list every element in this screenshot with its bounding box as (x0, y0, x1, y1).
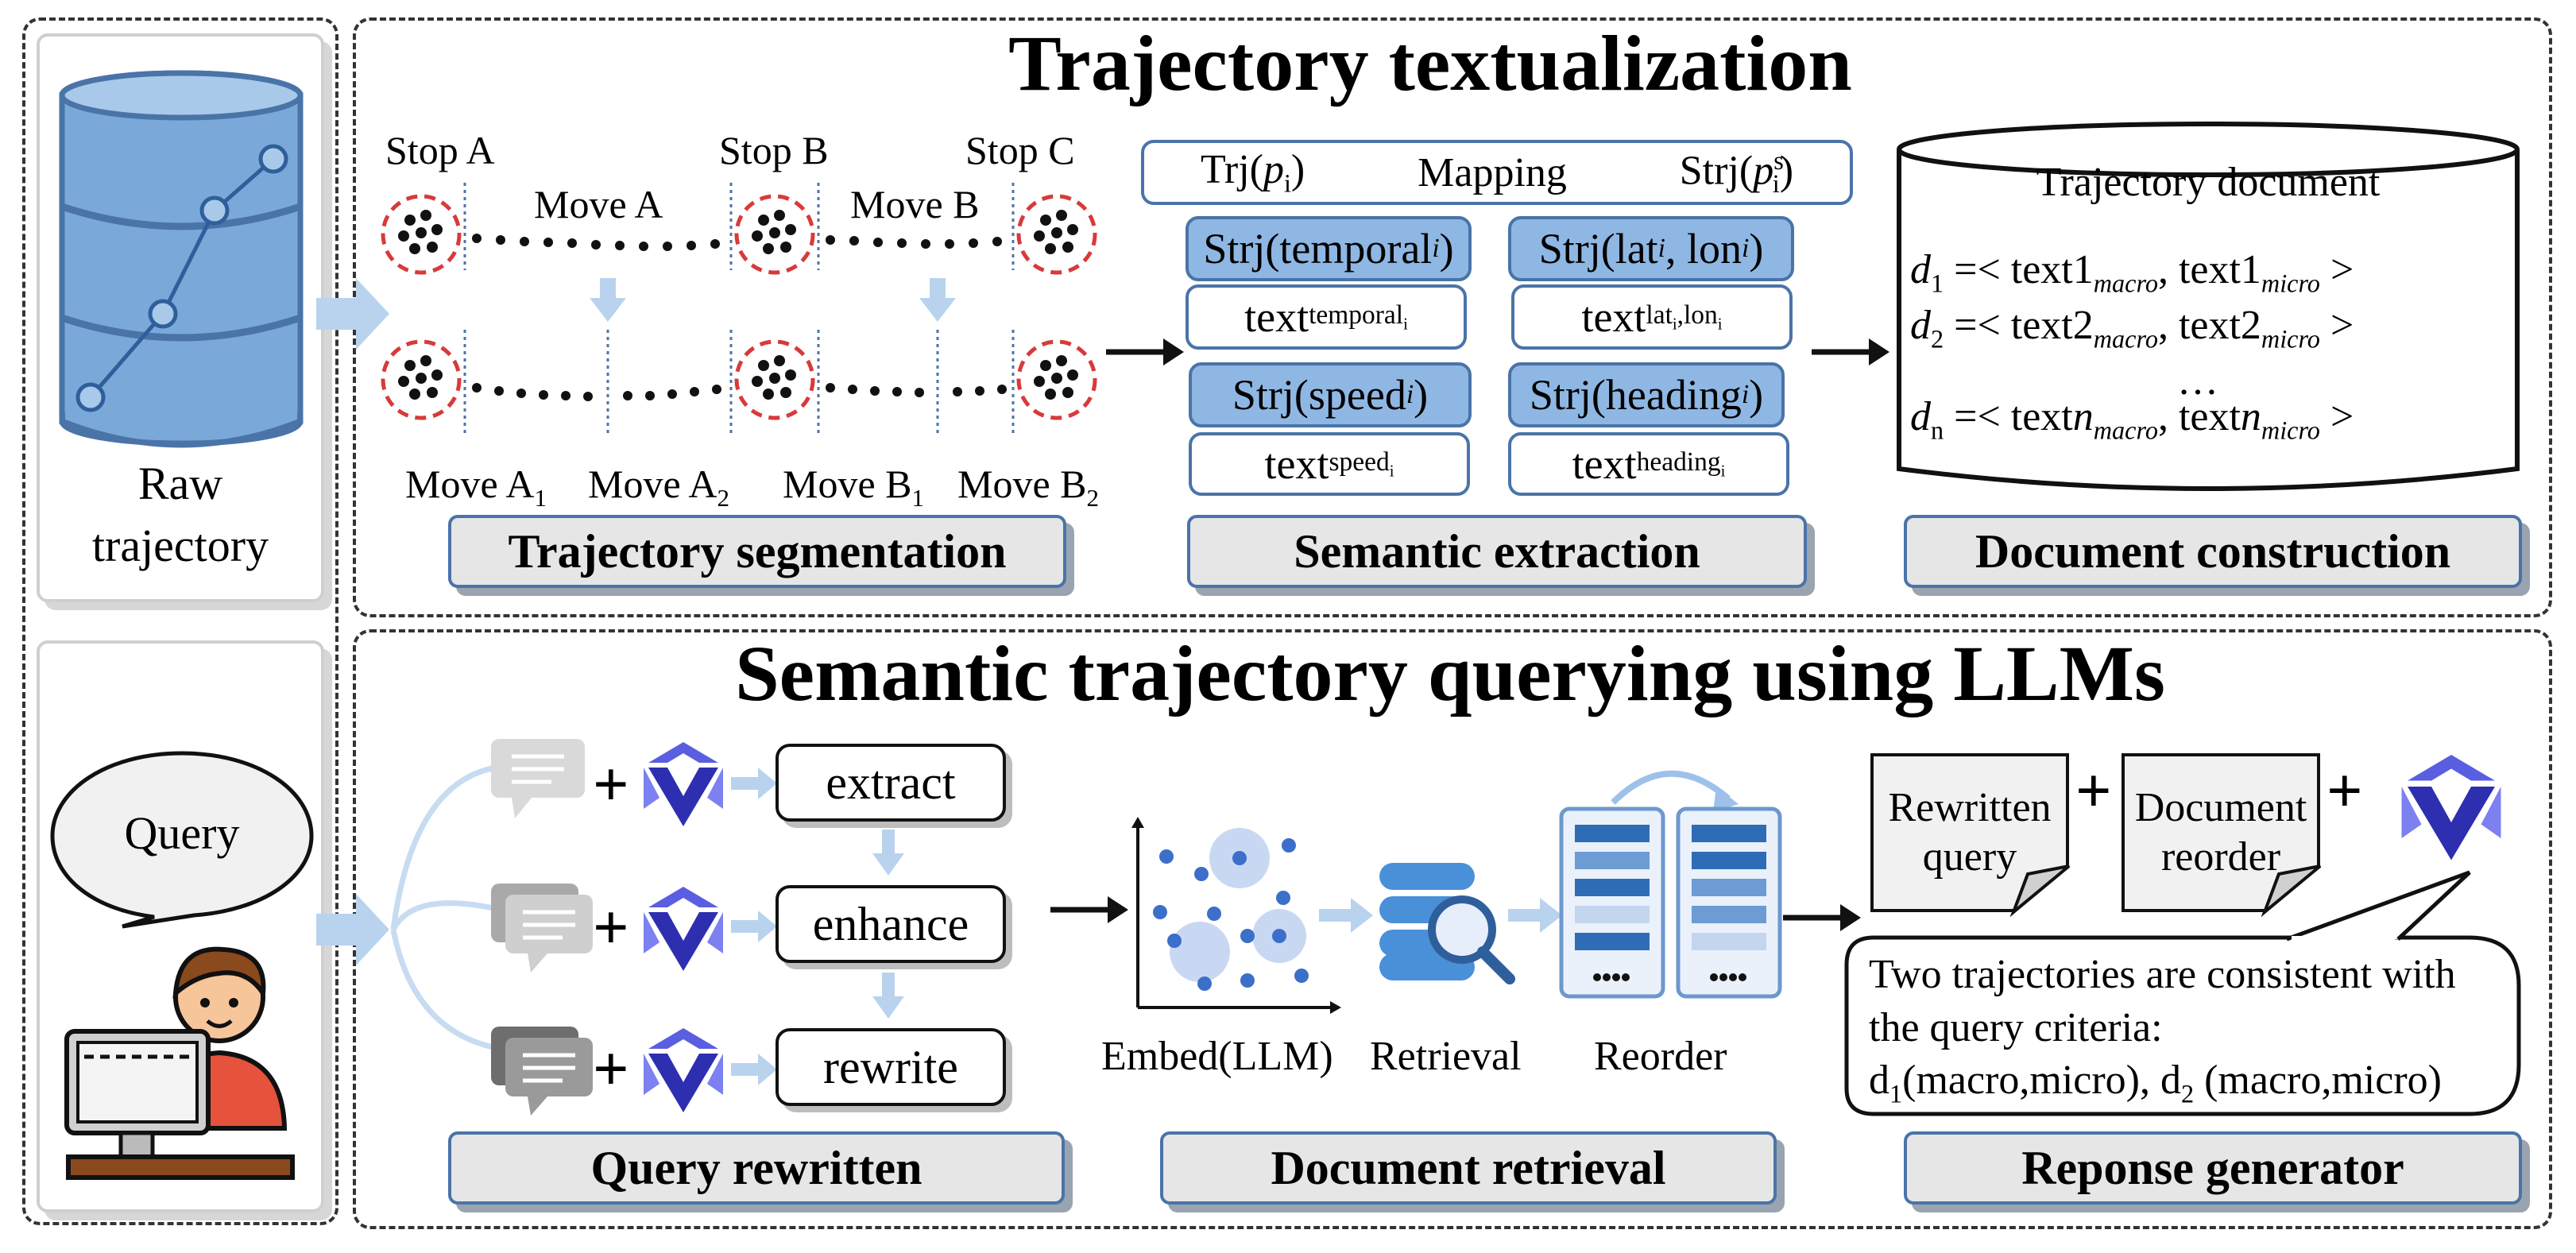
answer-line2: the query criteria: (1869, 1004, 2163, 1050)
answer-line1: Two trajectories are consistent with (1869, 952, 2456, 997)
arrow-extract-to-enhance (872, 830, 904, 876)
raw-trajectory-label: Raw trajectory (37, 453, 324, 578)
database-icon (59, 70, 304, 448)
left-frame (22, 17, 338, 1225)
scatter-embed-icon (1131, 817, 1341, 1014)
note1-fold (2009, 864, 2071, 918)
llm-logo-icon-4 (2401, 755, 2501, 860)
chat-icon-2 (491, 884, 593, 973)
plus-sign-5: + (2327, 756, 2363, 826)
stop-c-label: Stop C (965, 128, 1075, 172)
arrow-query-to-querying (316, 894, 389, 965)
chat-icon-1 (491, 739, 585, 818)
speech-bubble-icon (50, 751, 314, 929)
mapping-text: Mapping (1418, 149, 1567, 195)
note1-line2: query (1922, 834, 2017, 880)
document-ellipsis: … (2177, 358, 2218, 404)
query-bubble-text: Query (124, 807, 240, 859)
segmentation-diagram (373, 183, 1120, 437)
enhance-op-box: enhance (776, 885, 1006, 963)
database-search-icon (1379, 863, 1515, 984)
arrow-llm-to-enhance (731, 911, 777, 942)
arrow-to-retrieval (1050, 896, 1128, 923)
arrow-embed-to-retrieval (1319, 898, 1373, 933)
user-computer-icon (64, 946, 295, 1180)
document-row-n: dn =< textnmacro, textnmicro > (1910, 394, 2354, 445)
arrow-llm-to-extract (731, 768, 777, 799)
note2-line2: reorder (2160, 834, 2281, 880)
move-b2-label: Move B2 (957, 462, 1099, 512)
trj-mapping-left: Trj(pi) (1200, 147, 1305, 198)
caption-embed-llm: Embed(LLM) (1101, 1034, 1333, 1079)
raw-label-line2: trajectory (91, 520, 269, 572)
document-row-2: d2 =< text2macro, text2micro > (1910, 303, 2354, 354)
plus-sign-2: + (593, 893, 629, 963)
bottom-section-title: Semantic trajectory querying using LLMs (735, 629, 2165, 717)
move-a-label: Move A (534, 182, 663, 226)
answer-text: Two trajectories are consistent with the… (1869, 949, 2456, 1111)
plus-sign-4: + (2075, 756, 2112, 826)
arrow-raw-to-textualization (316, 278, 389, 350)
llm-logo-icon-2 (644, 887, 723, 971)
extract-op-box: extract (776, 744, 1006, 822)
document-title: Trajectory document (2036, 160, 2381, 205)
stop-a-label: Stop A (385, 128, 495, 172)
move-b1-label: Move B1 (783, 462, 924, 512)
llm-logo-icon-1 (644, 741, 723, 828)
mapping-box: Trj(pi) Mapping Strj(psi) (1141, 140, 1853, 205)
top-section-title: Trajectory textualization (1008, 19, 1852, 107)
document-cylinder-shape (1897, 122, 2520, 491)
note2-line1: Document (2134, 784, 2307, 830)
arrow-llm-to-rewrite (731, 1054, 777, 1085)
arrow-enhance-to-rewrite (872, 973, 904, 1019)
response-generator-label: Reponse generator (1904, 1131, 2522, 1205)
arrow-to-response (1783, 904, 1861, 931)
raw-label-line1: Raw (137, 458, 223, 509)
answer-bubble-shape (1844, 870, 2521, 1116)
stop-b-label: Stop B (719, 128, 829, 172)
move-a1-label: Move A1 (405, 462, 547, 512)
rewrite-op-box: rewrite (776, 1028, 1006, 1106)
move-a2-label: Move A2 (588, 462, 729, 512)
answer-line3: d1(macro,micro), d2 (macro,micro) (1869, 1058, 2442, 1108)
chat-icon-3 (491, 1027, 593, 1116)
move-b-label: Move B (850, 182, 980, 226)
reorder-list-icon (1559, 770, 1782, 999)
note2-fold (2261, 864, 2322, 918)
llm-logo-icon-3 (644, 1028, 723, 1112)
arrow-to-document (1812, 338, 1889, 365)
plus-sign-3: + (593, 1034, 629, 1104)
caption-reorder: Reorder (1594, 1034, 1727, 1079)
semantic-extraction-label: Semantic extraction (1187, 515, 1807, 588)
query-rewritten-label: Query rewritten (448, 1131, 1065, 1205)
document-retrieval-label: Document retrieval (1160, 1131, 1777, 1205)
plus-sign-1: + (593, 750, 629, 820)
trajectory-segmentation-label: Trajectory segmentation (448, 515, 1066, 588)
note1-line1: Rewritten (1888, 784, 2052, 830)
document-construction-label: Document construction (1904, 515, 2522, 588)
document-row-1: d1 =< text1macro, text1micro > (1910, 247, 2354, 298)
caption-retrieval: Retrieval (1370, 1034, 1522, 1079)
arrow-to-semantic (1106, 338, 1184, 365)
strj-mapping-right: Strj(psi) (1679, 145, 1794, 199)
arrow-retrieval-to-reorder (1508, 898, 1562, 933)
